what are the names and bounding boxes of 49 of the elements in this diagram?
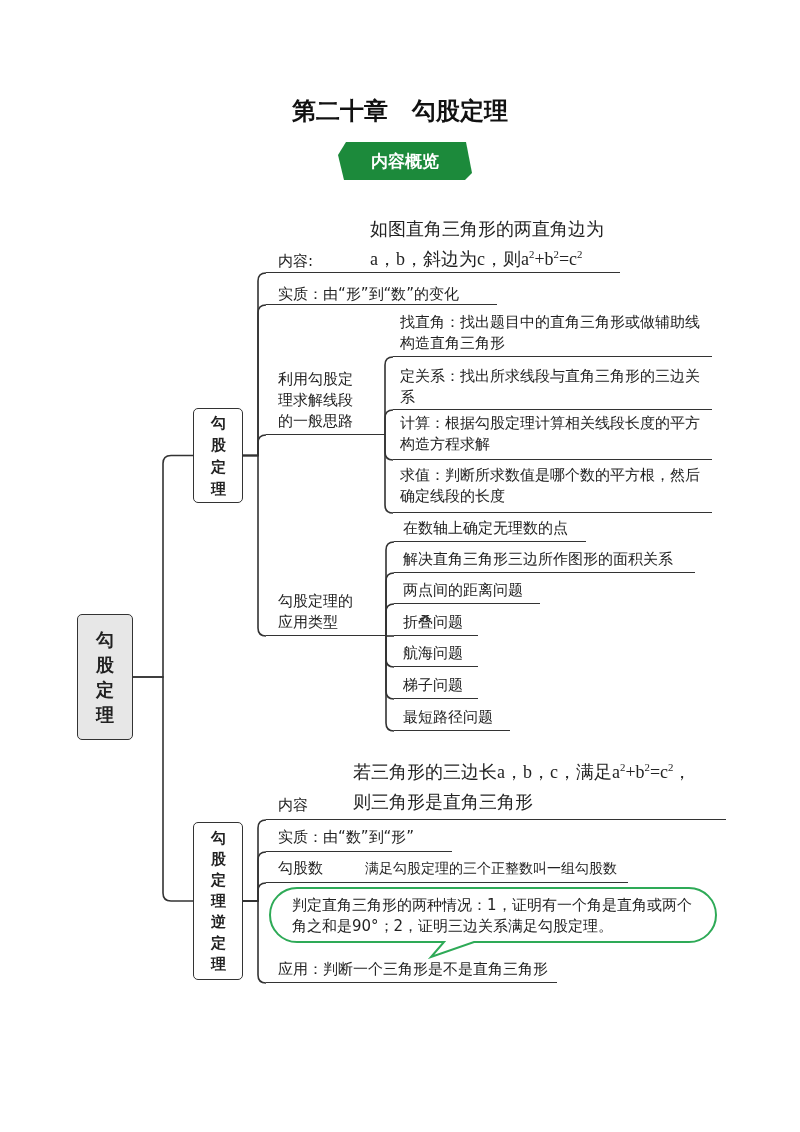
formula-text: 若三角形的三边长a，b，c，满足a$^{2}$+b$^{2}$=c$^{2}$，则三角形是直角三角形 (353, 760, 693, 814)
topic-label: 计算：根据勾股定理计算相关线段长度的平方构造方程求解 (400, 413, 701, 455)
underlined-topic (394, 612, 478, 636)
topic-label: 最短路径问题 (403, 708, 493, 726)
branch-line (132, 676, 194, 902)
underlined-topic (394, 707, 510, 731)
underlined-topic (394, 675, 478, 699)
topic-label: 应用：判断一个三角形是不是直角三角形 (278, 960, 548, 978)
topic-label: 定关系：找出所求线段与直角三角形的三边关系 (400, 366, 701, 408)
topic-label: 两点间的距离问题 (403, 581, 523, 599)
topic-label: 求值：判断所求数值是哪个数的平方根，然后确定线段的长度 (400, 465, 701, 507)
underlined-topic (394, 549, 695, 573)
topic-label: 在数轴上确定无理数的点 (403, 519, 568, 537)
underlined-topic (394, 580, 540, 604)
underlined-topic (394, 643, 478, 667)
topic-label: 梯子问题 (403, 676, 463, 694)
branch-line (385, 635, 395, 637)
branch-line (242, 900, 267, 984)
underlined-topic (266, 859, 628, 883)
underlined-topic (393, 467, 712, 513)
topic-label: 航海问题 (403, 644, 463, 662)
underlined-topic (266, 960, 557, 983)
branch-line (384, 409, 394, 436)
topic-label: 找直角：找出题目中的直角三角形或做辅助线构造直角三角形 (400, 312, 701, 354)
definition-text: 满足勾股定理的三个正整数叫一组勾股数 (365, 859, 617, 877)
branch-line (242, 454, 267, 637)
speech-bubble: 判定直角三角形的两种情况：1，证明有一个角是直角或两个角之和是90°；2，证明三边关系满足勾股定理。 (268, 887, 718, 959)
underlined-topic (393, 414, 712, 460)
branch-line (385, 603, 395, 637)
topic-box: 勾股定理逆定理 (193, 822, 243, 980)
topic-box: 勾股定理 (193, 408, 243, 503)
underlined-topic (266, 285, 497, 305)
topic-label: 勾股数 (278, 859, 323, 877)
underlined-topic (266, 828, 452, 852)
topic-label: 利用勾股定理求解线段的一般思路 (278, 369, 354, 432)
underlined-topic (394, 518, 586, 542)
topic-label: 实质：由“数”到“形” (278, 828, 415, 846)
branch-line (384, 434, 394, 514)
section-banner: 内容概览 (338, 142, 472, 180)
topic-label: 解决直角三角形三边所作图形的面积关系 (403, 550, 673, 568)
topic-label: 内容: (278, 252, 314, 270)
topic-label: 勾股定理的应用类型 (278, 591, 354, 633)
chapter-title: 第二十章 勾股定理 (292, 96, 508, 126)
topic-label: 内容 (278, 796, 308, 814)
branch-line (385, 635, 395, 732)
root-box: 勾股定理 (77, 614, 133, 740)
formula-text: 如图直角三角形的两直角边为a，b，斜边为c，则a$^{2}$+b$^{2}$=c$^{2}$ (370, 218, 605, 271)
topic-label: 折叠问题 (403, 613, 463, 631)
topic-label: 实质：由“形”到“数”的变化 (278, 285, 460, 303)
